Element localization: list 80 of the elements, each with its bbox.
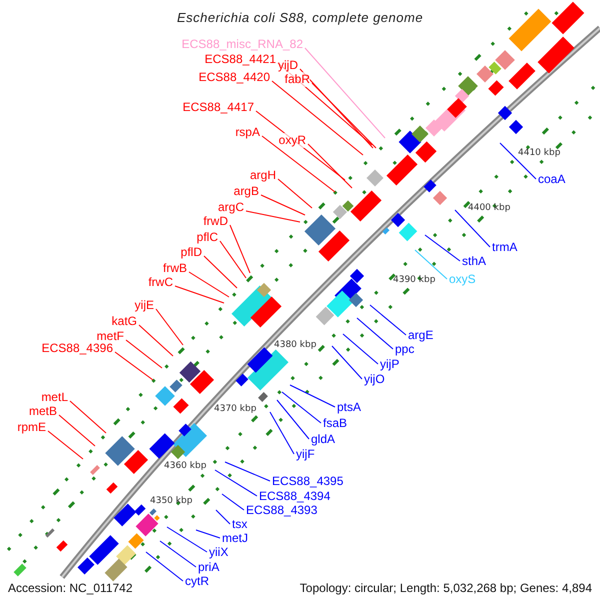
leader-line <box>204 256 238 288</box>
position-label: 4350 kbp <box>150 496 192 507</box>
gene-label: ECS88_4396 <box>42 341 113 356</box>
leader-line <box>222 494 244 510</box>
gene-label: yiiX <box>209 545 228 560</box>
leader-line <box>70 400 106 434</box>
title: Escherichia coli S88, complete genome <box>176 9 424 27</box>
leader-line <box>220 240 246 278</box>
gene-label: ECS88_4417 <box>182 100 254 115</box>
gene-label: oxyS <box>449 272 476 287</box>
gene-label: ECS88_4394 <box>259 489 330 504</box>
gene-label: rpmE <box>17 420 46 435</box>
gene-label: pflC <box>196 230 218 245</box>
leader-line <box>146 552 184 582</box>
leader-line <box>48 430 84 460</box>
leader-line <box>272 80 364 156</box>
gene-label: yijO <box>364 372 385 387</box>
leader-line <box>126 340 162 368</box>
genome-info-text: Topology: circular; Length: 5,032,268 bp; Genes: 4,894 <box>300 580 592 596</box>
leader-line <box>370 304 406 336</box>
gene-label: argH <box>250 168 276 183</box>
leader-line <box>332 346 362 380</box>
position-label: 4370 kbp <box>214 404 256 415</box>
gene-label: ECS88_4395 <box>272 474 344 489</box>
gene-label: ECS88_4393 <box>246 503 318 518</box>
position-label: 4380 kbp <box>274 340 316 351</box>
gene-label: yijP <box>380 357 400 372</box>
leader-line <box>290 384 336 408</box>
leader-line <box>342 334 378 364</box>
leader-line <box>174 286 224 304</box>
gene-label: yijF <box>296 447 315 462</box>
gene-label: ECS88_misc_RNA_82 <box>182 37 303 52</box>
gene-label: priA <box>198 560 220 575</box>
leader-line <box>188 272 230 298</box>
genome-info-text: Accession: NC_011742 <box>8 580 133 596</box>
leader-line <box>300 68 374 148</box>
leader-line <box>246 210 300 222</box>
leader-line <box>230 224 250 274</box>
leader-line <box>454 210 490 248</box>
leader-line <box>414 250 448 280</box>
leader-line <box>356 318 394 350</box>
leader-line <box>214 470 258 496</box>
leader-line <box>278 178 312 208</box>
leader-line <box>270 412 294 454</box>
leader-line <box>276 400 310 440</box>
gene-label: yijE <box>134 298 154 313</box>
position-label: 4400 kbp <box>468 203 510 214</box>
leader-line <box>196 530 220 538</box>
position-label: 4410 kbp <box>518 148 560 159</box>
gene-label: yijD <box>278 58 298 73</box>
leader-line <box>312 82 376 148</box>
gene-label: argE <box>408 328 434 343</box>
position-label: 4390 kbp <box>393 275 436 286</box>
gene-label: argC <box>218 200 244 215</box>
leader-line <box>500 142 536 180</box>
gene-label: oxyR <box>278 133 306 148</box>
position-label: 4360 kbp <box>164 461 206 472</box>
gene-label: rspA <box>235 125 260 140</box>
leader-line <box>216 510 230 524</box>
leader-line <box>224 462 270 482</box>
leader-line <box>308 144 352 188</box>
leader-line <box>156 308 184 346</box>
leader-line <box>262 136 336 192</box>
gene-label: ptsA <box>337 400 362 415</box>
leader-line <box>160 540 196 568</box>
leader-line <box>260 194 306 216</box>
gene-label: ECS88_4420 <box>198 70 270 85</box>
gene-label: gldA <box>311 432 336 447</box>
leader-line <box>166 526 208 552</box>
leader-line <box>282 392 322 424</box>
gene-label: ECS88_4421 <box>204 52 276 67</box>
gene-label: argB <box>234 184 259 199</box>
gene-label: pflD <box>180 245 202 260</box>
leader-line <box>424 234 460 262</box>
leader-line <box>58 414 96 446</box>
leader-line <box>114 352 154 380</box>
gene-label: cytR <box>185 574 209 589</box>
leader-line <box>304 48 386 138</box>
leader-line <box>138 324 174 356</box>
gene-label: fabR <box>284 72 310 87</box>
